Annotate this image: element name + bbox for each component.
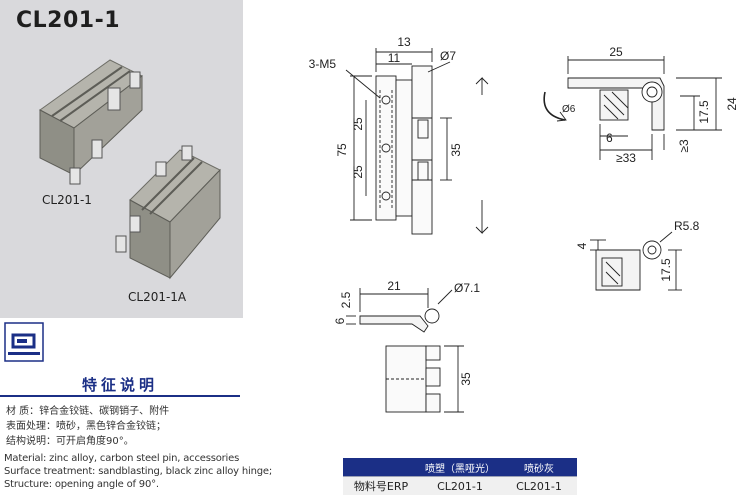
- erp-header-finish-gray: 喷砂灰: [501, 458, 577, 477]
- dim-profile-2-5: 2.5: [339, 291, 353, 308]
- dim-rotated-r5-8: R5.8: [674, 219, 700, 233]
- dim-profile-6: 6: [333, 317, 347, 324]
- features-heading: 特征说明: [81, 376, 158, 394]
- feature-cn-material: 材 质：锌合金铰链、碳钢销子、附件: [6, 406, 170, 417]
- bottom-view: [385, 345, 464, 413]
- erp-header-finish-black: 喷塑（黑哑光）: [419, 458, 501, 477]
- page-title: CL201-1: [16, 8, 121, 33]
- profile-view: [346, 288, 453, 333]
- dim-front-3-m5: 3-M5: [309, 57, 337, 71]
- dim-front-75: 75: [335, 143, 349, 157]
- feature-cn-surface: 表面处理：喷砂，黑色锌合金铰链；: [6, 421, 166, 432]
- photo-caption-a: CL201-1: [42, 193, 92, 207]
- side-view: [543, 56, 722, 160]
- erp-row-label: 物料号ERP: [343, 476, 419, 495]
- erp-table-header-row: 喷塑（黑哑光） 喷砂灰: [343, 458, 577, 477]
- dim-front-dia7: Ø7: [440, 49, 456, 63]
- technical-drawing: 13 11 3-M5 Ø7 75 25 25 35 25 24 17.5 6 ≥…: [309, 35, 739, 413]
- dim-front-35: 35: [449, 143, 463, 157]
- photo-caption-b: CL201-1A: [128, 290, 187, 304]
- hinge-photo-cl201-1: [39, 59, 143, 185]
- dimension-labels: 13 11 3-M5 Ø7 75 25 25 35 25 24 17.5 6 ≥…: [309, 35, 739, 386]
- feature-en-surface: Surface treatment: sandblasting, black z…: [4, 466, 273, 477]
- dim-profile-dia7-1: Ø7.1: [454, 281, 480, 295]
- dim-side-25: 25: [609, 45, 623, 59]
- dim-side-6: 6: [606, 131, 613, 145]
- erp-header-blank: [343, 458, 419, 477]
- motion-arrows: [475, 76, 489, 235]
- dim-front-13: 13: [397, 35, 411, 49]
- dim-front-25-top: 25: [351, 117, 365, 131]
- dim-side-17-5: 17.5: [697, 100, 711, 124]
- hinge-photo-cl201-1a: [115, 145, 221, 280]
- erp-table: 喷塑（黑哑光） 喷砂灰 物料号ERP CL201-1 CL201-1: [343, 458, 577, 495]
- dim-side-dia6: Ø6: [562, 104, 576, 115]
- front-view: [345, 48, 452, 235]
- features-divider: [0, 395, 240, 397]
- rotated-view: [590, 231, 682, 291]
- feature-en-structure: Structure: opening angle of 90°.: [4, 479, 159, 490]
- feature-en-material: Material: zinc alloy, carbon steel pin, …: [4, 453, 240, 464]
- erp-row-code-black: CL201-1: [419, 476, 501, 495]
- erp-row-code-gray: CL201-1: [501, 476, 577, 495]
- dim-profile-21: 21: [387, 279, 401, 293]
- dim-side-3: ≥3: [677, 139, 691, 153]
- dim-front-25-bottom: 25: [351, 165, 365, 179]
- erp-table-row: 物料号ERP CL201-1 CL201-1: [343, 476, 577, 495]
- dim-front-11: 11: [388, 51, 401, 65]
- dim-rotated-4: 4: [575, 242, 589, 249]
- dim-bottom-35: 35: [459, 372, 473, 386]
- product-photo-panel: [0, 0, 243, 318]
- section-icon: [4, 322, 44, 362]
- dim-rotated-17-5: 17.5: [659, 258, 673, 282]
- feature-cn-structure: 结构说明：可开启角度90°。: [6, 436, 134, 447]
- dim-side-33: ≥33: [616, 151, 636, 165]
- dim-side-24: 24: [725, 97, 739, 111]
